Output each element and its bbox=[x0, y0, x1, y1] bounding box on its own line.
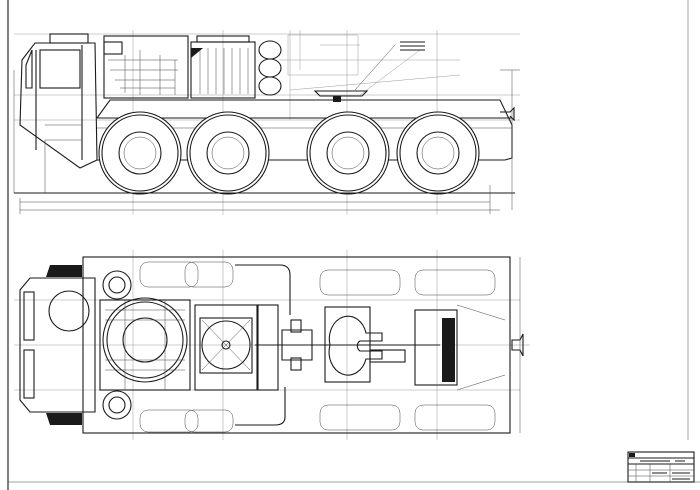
side-wheels bbox=[98, 111, 480, 195]
annotation-leader bbox=[354, 44, 396, 91]
engine-block bbox=[99, 299, 191, 391]
cab-roof-hatch bbox=[49, 33, 89, 44]
wheel-4 bbox=[396, 111, 480, 195]
engine-housing bbox=[103, 35, 189, 99]
tow-hook bbox=[500, 106, 515, 122]
wheel-1 bbox=[98, 111, 182, 195]
top-view bbox=[14, 250, 530, 440]
dimension-lines bbox=[13, 69, 520, 214]
top-cab bbox=[19, 277, 96, 413]
exhaust-pipe bbox=[235, 264, 291, 315]
transfer-case bbox=[281, 329, 313, 361]
rear-box bbox=[414, 309, 458, 386]
title-block bbox=[627, 451, 695, 483]
fifth-wheel-jaw bbox=[328, 315, 383, 376]
roof-hatch-circle bbox=[48, 290, 90, 332]
fifth-wheel-coupling bbox=[313, 90, 369, 97]
engine-flywheel bbox=[102, 297, 188, 383]
fan-housing bbox=[194, 304, 258, 391]
rear-grille bbox=[442, 318, 455, 382]
top-tires bbox=[139, 261, 496, 433]
cooling-fan bbox=[201, 320, 251, 370]
air-intake-cap bbox=[103, 41, 123, 55]
side-view bbox=[13, 30, 520, 215]
top-chassis-outline bbox=[82, 256, 511, 434]
wheel-2 bbox=[186, 111, 270, 195]
cab-window bbox=[39, 49, 81, 89]
air-tank bbox=[258, 40, 282, 60]
fifth-wheel-plate bbox=[324, 306, 371, 383]
cab-body bbox=[19, 42, 98, 169]
annotation-text-marks bbox=[400, 41, 425, 51]
chassis-frame bbox=[96, 99, 513, 161]
wheel-3 bbox=[306, 111, 390, 195]
